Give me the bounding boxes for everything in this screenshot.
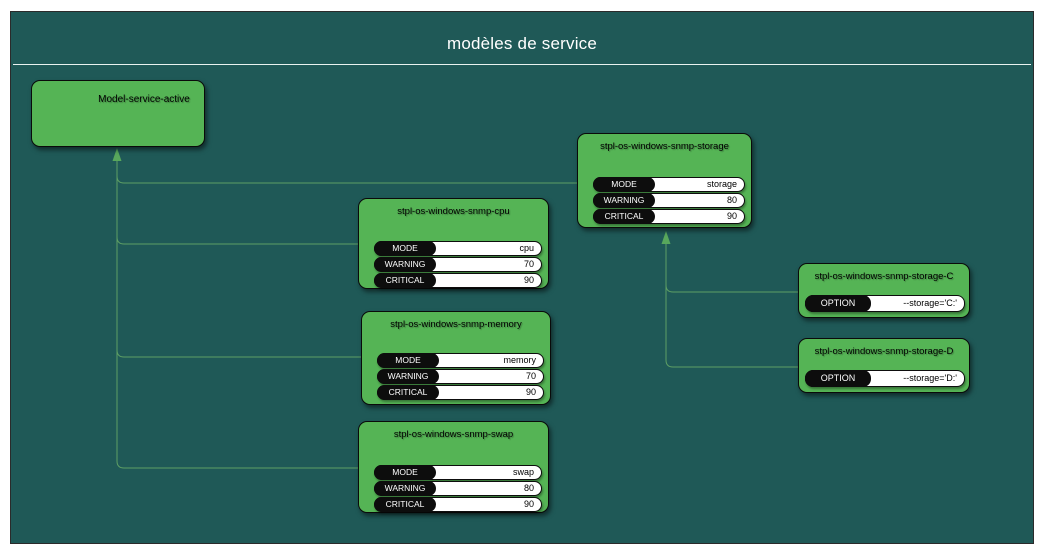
node-rows: MODE memory WARNING 70 CRITICAL 90 [377,353,544,401]
row-value: memory [503,355,536,365]
row-value: 90 [726,211,737,221]
node-model-service-active[interactable]: Model-service-active [31,80,205,147]
row-label-pill: MODE [374,241,436,256]
row-value: 70 [523,259,534,269]
row-critical: CRITICAL 90 [374,273,542,288]
node-title: stpl-os-windows-snmp-cpu [397,206,510,217]
row-label-pill: CRITICAL [374,497,436,512]
node-rows: MODE storage WARNING 80 CRITICAL 90 [593,177,745,225]
node-rows: MODE swap WARNING 80 CRITICAL 90 [374,465,542,513]
row-label-pill: WARNING [377,369,439,384]
row-value: 90 [525,387,536,397]
node-title: stpl-os-windows-snmp-storage-C [814,271,954,282]
node-stpl-os-windows-snmp-swap[interactable]: stpl-os-windows-snmp-swap MODE swap WARN… [358,421,549,513]
connector-storage-c-branch [665,284,798,293]
node-stpl-os-windows-snmp-memory[interactable]: stpl-os-windows-snmp-memory MODE memory … [361,311,551,405]
arrow-up-icon [661,231,671,244]
node-title: stpl-os-windows-snmp-storage-D [814,346,954,357]
row-label-pill: WARNING [374,257,436,272]
node-rows: OPTION --storage='C:' [805,295,965,313]
row-value: swap [512,467,534,477]
node-title: Model-service-active [98,94,190,105]
row-label-pill: WARNING [593,193,655,208]
row-label-pill: MODE [374,465,436,480]
row-value: 70 [525,371,536,381]
row-label-pill: CRITICAL [374,273,436,288]
node-stpl-os-windows-snmp-storage-d[interactable]: stpl-os-windows-snmp-storage-D OPTION --… [798,338,970,393]
node-title: stpl-os-windows-snmp-storage [600,141,729,152]
row-label-pill: OPTION [805,295,871,312]
connector-cpu-branch [116,236,358,245]
row-label-pill: MODE [593,177,655,192]
row-warning: WARNING 80 [593,193,745,208]
row-label-pill: OPTION [805,370,871,387]
row-option: OPTION --storage='C:' [805,295,965,312]
row-value: cpu [519,243,534,253]
node-title: stpl-os-windows-snmp-memory [390,319,522,330]
row-value: storage [706,179,737,189]
connector-trunk-to-storage [665,234,798,368]
row-value: --storage='C:' [903,298,957,308]
node-stpl-os-windows-snmp-cpu[interactable]: stpl-os-windows-snmp-cpu MODE cpu WARNIN… [358,198,549,289]
connector-storage-branch [116,175,577,184]
arrow-up-icon [112,148,122,161]
row-option: OPTION --storage='D:' [805,370,965,387]
row-value: 80 [726,195,737,205]
node-title: stpl-os-windows-snmp-swap [393,429,514,440]
row-value: --storage='D:' [903,373,957,383]
row-label-pill: CRITICAL [593,209,655,224]
row-mode: MODE swap [374,465,542,480]
row-label-pill: MODE [377,353,439,368]
row-value: 90 [523,275,534,285]
node-rows: OPTION --storage='D:' [805,370,965,388]
node-stpl-os-windows-snmp-storage[interactable]: stpl-os-windows-snmp-storage MODE storag… [577,133,752,228]
row-warning: WARNING 70 [377,369,544,384]
diagram-header: modèles de service [13,12,1031,65]
row-mode: MODE cpu [374,241,542,256]
row-label-pill: CRITICAL [377,385,439,400]
row-critical: CRITICAL 90 [593,209,745,224]
node-rows: MODE cpu WARNING 70 CRITICAL 90 [374,241,542,289]
connector-trunk-to-model [116,149,358,469]
node-stpl-os-windows-snmp-storage-c[interactable]: stpl-os-windows-snmp-storage-C OPTION --… [798,263,970,318]
row-value: 80 [523,483,534,493]
page-title: modèles de service [446,34,598,53]
row-warning: WARNING 70 [374,257,542,272]
row-mode: MODE memory [377,353,544,368]
row-label-pill: WARNING [374,481,436,496]
row-mode: MODE storage [593,177,745,192]
row-warning: WARNING 80 [374,481,542,496]
row-critical: CRITICAL 90 [377,385,544,400]
row-critical: CRITICAL 90 [374,497,542,512]
row-value: 90 [523,499,534,509]
connector-memory-branch [116,349,361,358]
